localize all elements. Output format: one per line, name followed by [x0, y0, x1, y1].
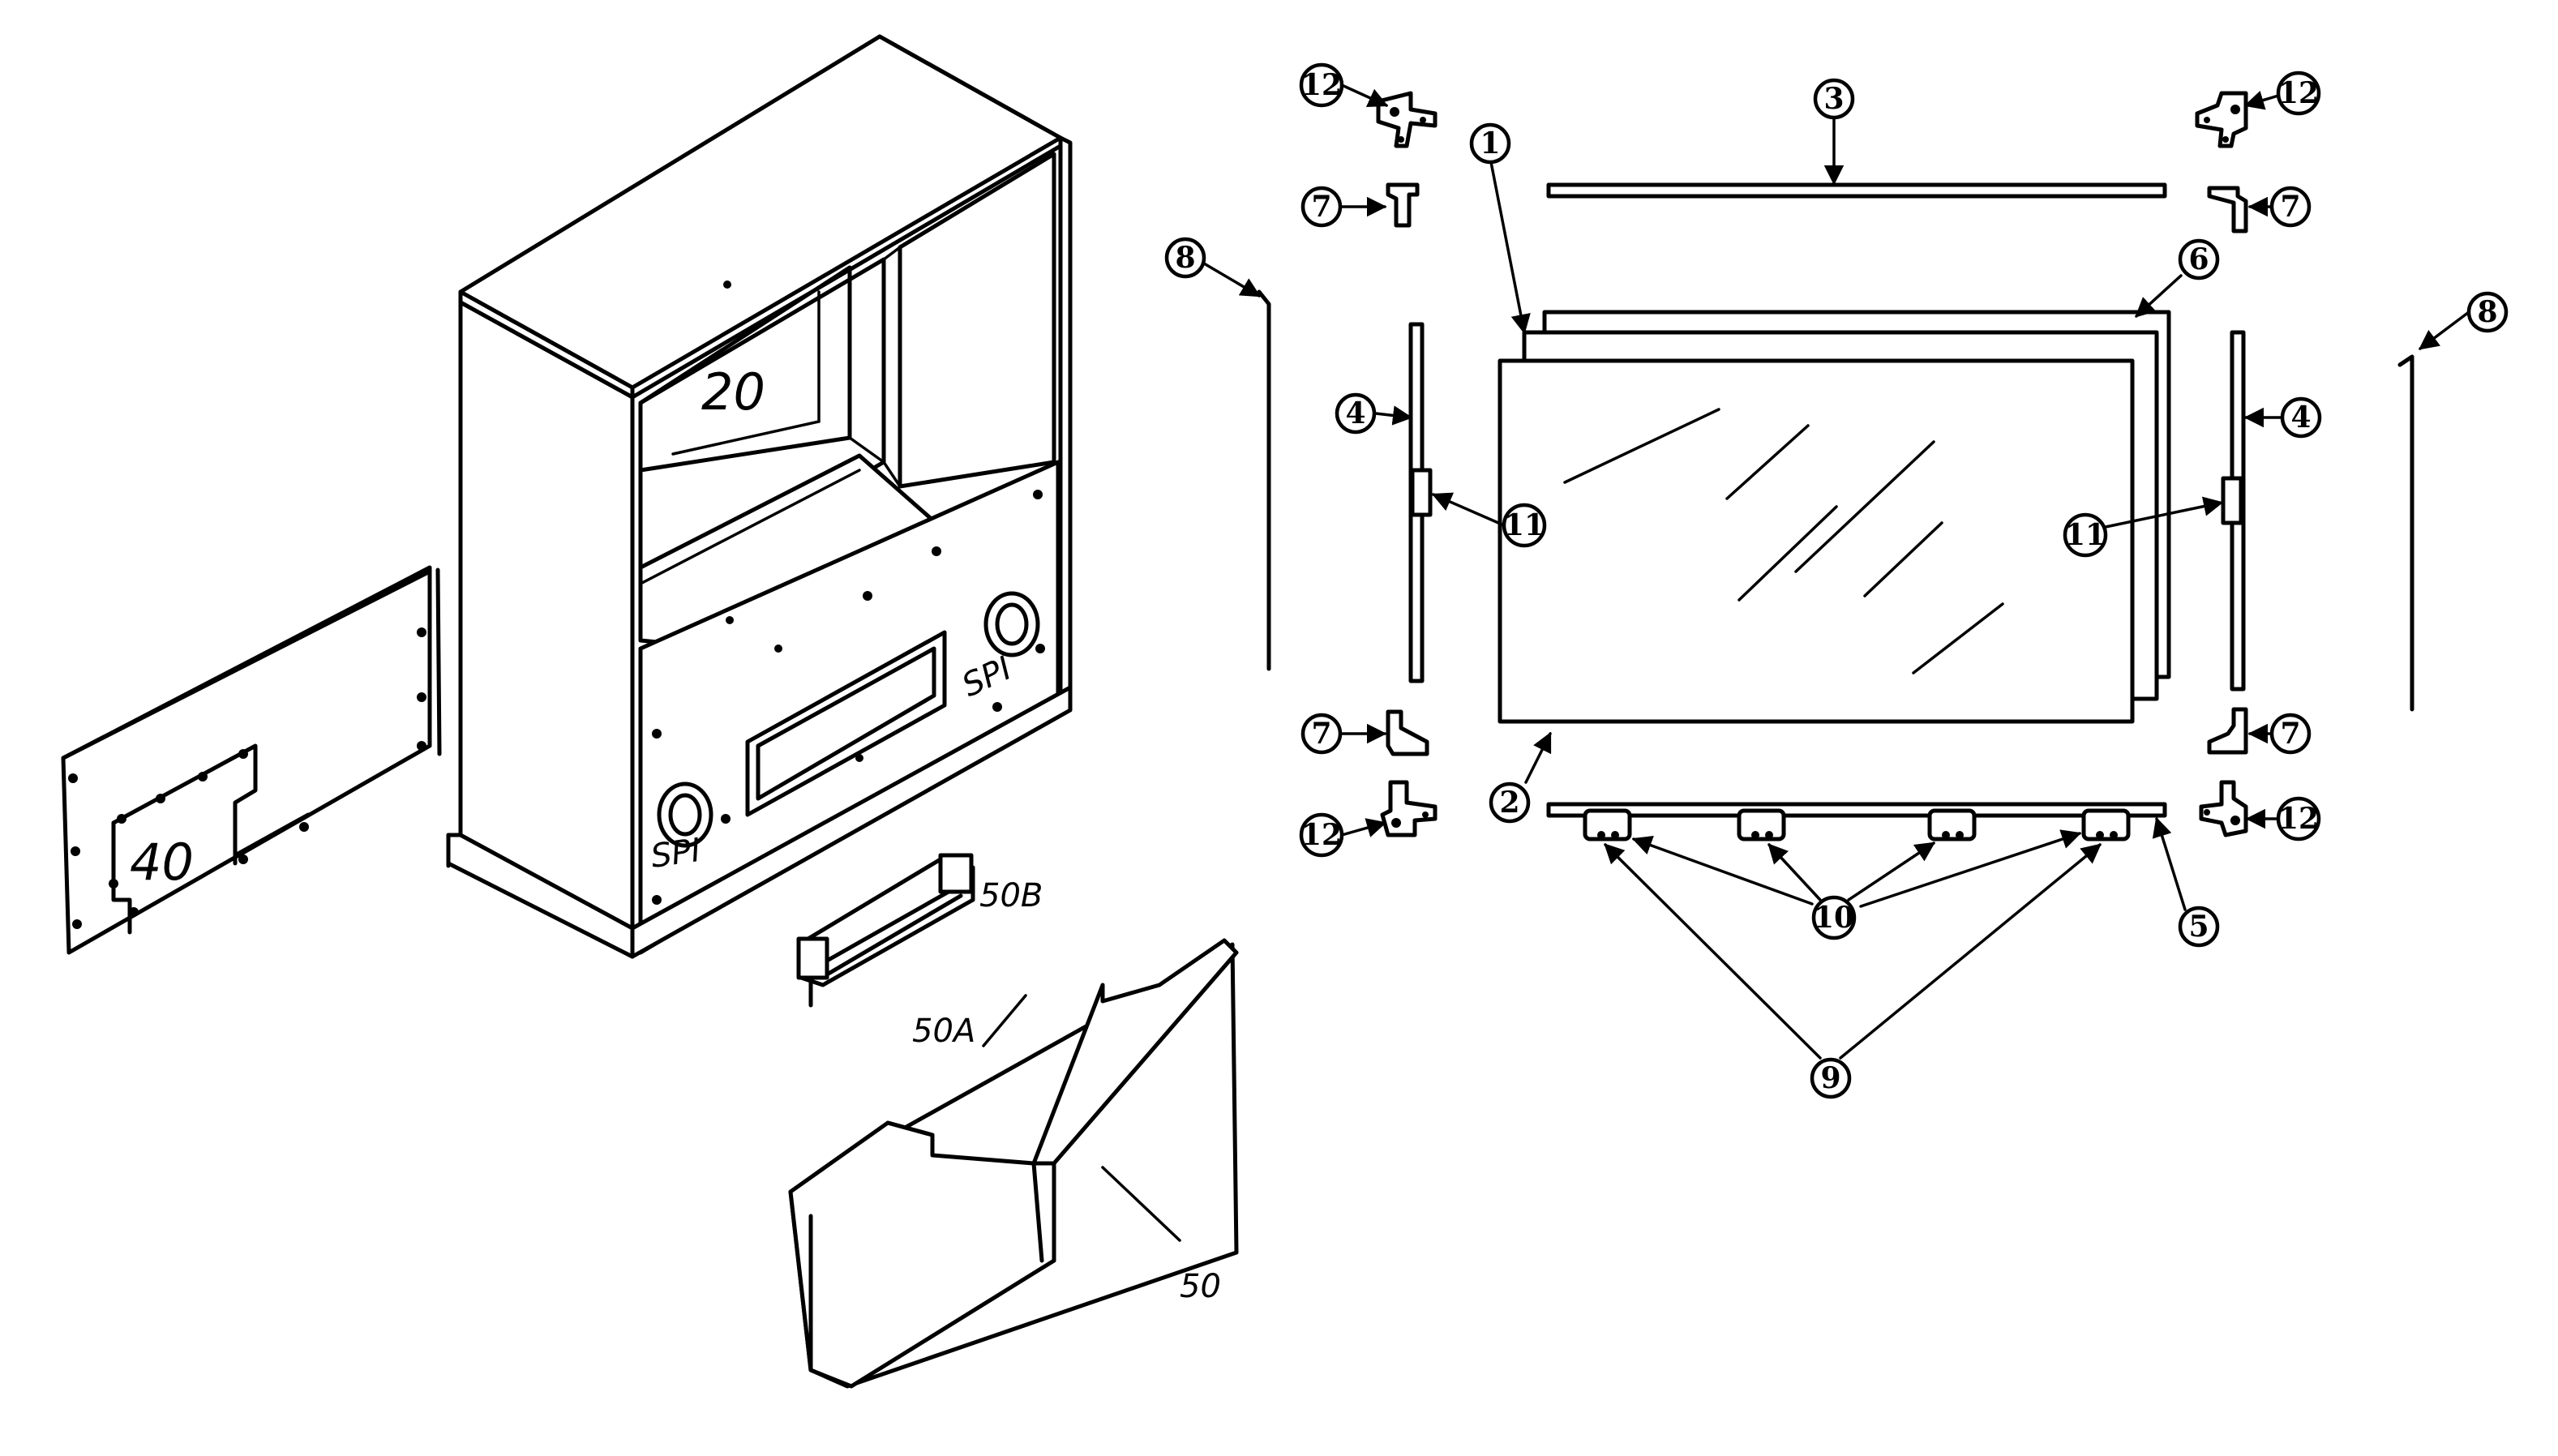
speaker-left-label: SPI — [649, 832, 703, 876]
callout-12-bottom-right: 12 — [2276, 796, 2321, 841]
bottom-strip — [1546, 802, 2167, 818]
svg-text:5: 5 — [2188, 910, 2209, 944]
latch-left — [1410, 468, 1433, 517]
leader-lines — [1202, 84, 2470, 1060]
svg-text:11: 11 — [1504, 508, 1545, 542]
cabinet-assembly: 20 SPI SPI — [446, 34, 1073, 959]
svg-text:10: 10 — [1814, 901, 1854, 935]
callout-1: 1 — [1469, 122, 1511, 165]
corner-clip-top-left — [1386, 182, 1420, 228]
callout-10: 10 — [1811, 895, 1857, 940]
callout-5: 5 — [2178, 906, 2220, 948]
callout-11-right: 11 — [2063, 512, 2108, 558]
svg-text:3: 3 — [1823, 82, 1844, 116]
svg-text:2: 2 — [1499, 786, 1519, 820]
svg-text:1: 1 — [1480, 126, 1500, 161]
callout-3: 3 — [1813, 78, 1855, 120]
callout-12-top-right: 12 — [2276, 71, 2321, 116]
callout-2: 2 — [1489, 782, 1531, 824]
callout-4-left: 4 — [1335, 392, 1377, 435]
corner-clip-bottom-left — [1386, 709, 1429, 756]
trim-strip-left — [1257, 289, 1271, 671]
base-front-label: 50 — [1180, 1268, 1221, 1305]
screen-front-glass — [1498, 358, 2135, 724]
svg-text:11: 11 — [2065, 518, 2106, 552]
svg-text:12: 12 — [1301, 68, 1342, 102]
svg-text:8: 8 — [1175, 241, 1195, 275]
back-panel-assembly: 40 — [61, 565, 442, 955]
callout-11-left: 11 — [1502, 503, 1547, 548]
svg-text:4: 4 — [1345, 396, 1365, 430]
svg-text:12: 12 — [2278, 76, 2319, 110]
speaker-left — [657, 782, 713, 848]
bottom-hinges — [1583, 808, 2131, 841]
top-strip — [1546, 182, 2167, 199]
callout-7-bottom-right: 7 — [2269, 713, 2312, 755]
back-panel — [61, 565, 432, 955]
svg-text:12: 12 — [2278, 802, 2319, 836]
latch-right — [2221, 476, 2243, 525]
svg-text:7: 7 — [2280, 717, 2300, 751]
base-bracket-assembly: 50B — [796, 853, 1043, 1008]
cabinet-right-frame — [1058, 135, 1073, 713]
back-panel-label: 40 — [130, 833, 194, 892]
corner-clip-top-right — [2207, 186, 2248, 233]
base-top — [788, 938, 1239, 1389]
svg-text:8: 8 — [2477, 295, 2497, 329]
corner-clip-bottom-right — [2207, 707, 2248, 755]
callout-6: 6 — [2178, 238, 2220, 280]
callout-7-top-left: 7 — [1300, 186, 1343, 228]
svg-text:12: 12 — [1301, 818, 1342, 852]
callout-12-top-left: 12 — [1299, 62, 1344, 108]
callout-8-right: 8 — [2466, 291, 2509, 333]
svg-text:7: 7 — [1311, 190, 1331, 224]
callout-7-bottom-left: 7 — [1300, 713, 1343, 755]
base-assembly: 50A 50 — [788, 938, 1239, 1389]
corner-bracket-top-left — [1376, 91, 1438, 148]
corner-bracket-bottom-right — [2199, 780, 2248, 837]
corner-bracket-bottom-left — [1380, 780, 1438, 837]
corner-bracket-top-right — [2195, 91, 2248, 148]
svg-text:4: 4 — [2290, 400, 2311, 435]
callout-8-left: 8 — [1164, 237, 1206, 279]
callout-9: 9 — [1810, 1057, 1852, 1099]
speaker-right — [983, 591, 1040, 657]
glare-lines — [1563, 408, 2004, 674]
base-top-label: 50A — [912, 1013, 975, 1050]
base-bracket-label: 50B — [979, 877, 1043, 914]
svg-text:9: 9 — [1820, 1061, 1840, 1095]
svg-text:6: 6 — [2188, 242, 2209, 276]
svg-text:7: 7 — [2280, 190, 2300, 224]
callout-4-right: 4 — [2280, 396, 2322, 439]
callout-12-bottom-left: 12 — [1299, 812, 1344, 858]
cabinet-label: 20 — [701, 362, 765, 422]
screen-assembly — [1257, 91, 2414, 841]
trim-strip-right — [2397, 354, 2414, 712]
svg-text:7: 7 — [1311, 717, 1331, 751]
callout-7-top-right: 7 — [2269, 186, 2312, 228]
